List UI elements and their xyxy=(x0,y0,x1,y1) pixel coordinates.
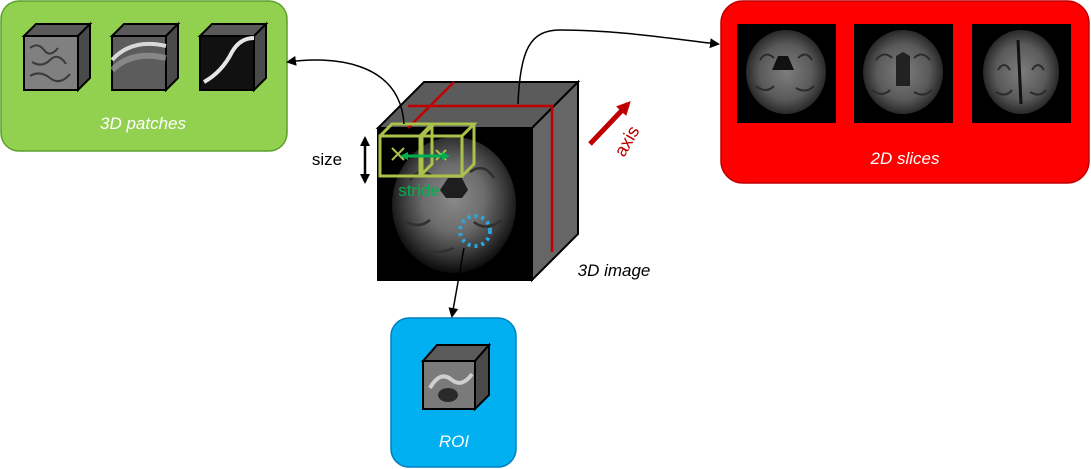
axis-label: axis xyxy=(610,122,643,160)
roi-cube xyxy=(420,342,492,412)
patch-cube-1 xyxy=(21,21,93,93)
patch-cube-2 xyxy=(109,21,181,93)
axis-arrow xyxy=(588,101,631,146)
arrow-to-roi xyxy=(448,247,465,318)
roi-circle xyxy=(458,214,492,248)
roi-label: ROI xyxy=(439,432,470,451)
arrow-to-patches xyxy=(286,55,405,125)
slices-panel: 2D slices xyxy=(720,0,1090,184)
patches-panel: 3D patches xyxy=(0,0,288,152)
slice-image-3 xyxy=(972,24,1071,123)
patch-cube-3 xyxy=(197,21,269,93)
patches-label: 3D patches xyxy=(100,114,186,133)
slice-plane xyxy=(407,81,554,252)
slice-image-2 xyxy=(854,24,953,123)
stride-label: stride xyxy=(398,181,440,200)
arrow-to-slices xyxy=(517,29,720,105)
size-label: size xyxy=(312,150,342,169)
slices-label: 2D slices xyxy=(870,149,940,168)
slice-image-1 xyxy=(737,24,836,123)
main-image-label: 3D image xyxy=(578,261,651,280)
roi-panel: ROI xyxy=(390,317,517,468)
